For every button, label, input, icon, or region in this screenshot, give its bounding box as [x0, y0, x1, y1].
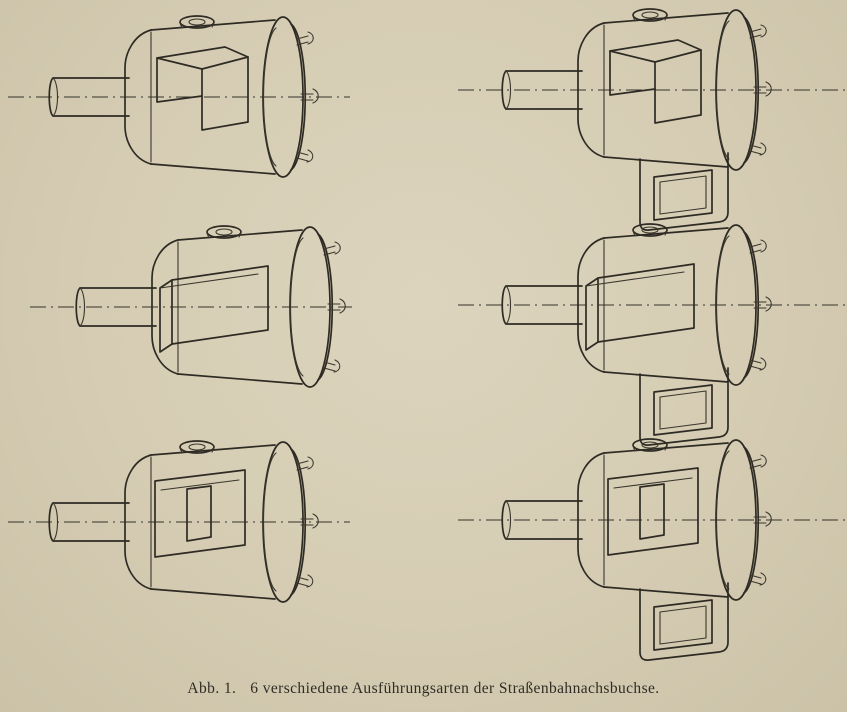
- axlebox-guide-rib: [585, 263, 695, 351]
- axlebox-body: [501, 8, 773, 171]
- axlebox-body: [501, 438, 773, 601]
- axlebox-drawing-2: [75, 225, 347, 388]
- caption-text: 6 verschiedene Ausführungsarten der Stra…: [250, 680, 660, 697]
- axlebox-guide-channel: [154, 469, 246, 558]
- axlebox-guide-lug: [609, 39, 702, 124]
- axlebox-bottom-bracket: [639, 582, 729, 661]
- axlebox-guide-channel: [607, 467, 699, 556]
- axlebox-drawing-6: [501, 438, 773, 661]
- axlebox-drawing-3: [48, 440, 320, 603]
- axlebox-body: [48, 15, 320, 178]
- caption-label: Abb. 1.: [187, 680, 237, 697]
- figure-caption: Abb. 1. 6 verschiedene Ausführungsarten d…: [0, 680, 847, 698]
- axlebox-drawing-1: [48, 15, 320, 178]
- axlebox-body: [501, 223, 773, 386]
- axlebox-drawing-5: [501, 223, 773, 446]
- axlebox-guide-rib: [159, 265, 269, 353]
- axlebox-drawing-4: [501, 8, 773, 231]
- axlebox-guide-lug: [156, 46, 249, 131]
- axlebox-body: [75, 225, 347, 388]
- axlebox-body: [48, 440, 320, 603]
